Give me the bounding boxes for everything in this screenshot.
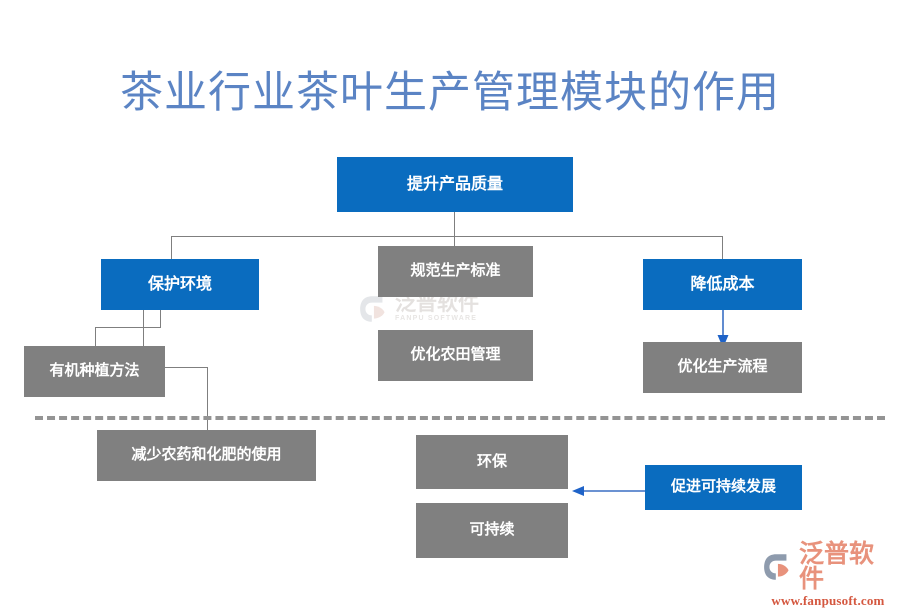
fanpu-watermark-icon (360, 296, 385, 322)
node-reduce-cost[interactable]: 降低成本 (643, 259, 802, 310)
fanpu-logo-icon (764, 554, 789, 580)
logo-brand-cn: 泛普软件 (799, 540, 875, 593)
dashed-separator (35, 416, 885, 420)
page-title: 茶业行业茶叶生产管理模块的作用 (120, 70, 780, 117)
connector-root-stem (454, 211, 455, 237)
connector-root-to-right (722, 236, 723, 260)
connector-root-bus (171, 236, 723, 237)
connector-root-to-left (171, 236, 172, 260)
node-standardize-production[interactable]: 规范生产标准 (378, 246, 533, 297)
connector-organic-to-reduce-h (165, 367, 208, 368)
node-organic-planting-method[interactable]: 有机种植方法 (24, 346, 165, 397)
node-label: 有机种植方法 (49, 363, 140, 380)
node-reduce-pesticide-fertilizer-use[interactable]: 减少农药和化肥的使用 (97, 430, 316, 481)
node-optimize-production-process[interactable]: 优化生产流程 (643, 342, 802, 393)
node-improve-product-quality[interactable]: 提升产品质量 (337, 157, 573, 212)
node-promote-sustainable-development[interactable]: 促进可持续发展 (645, 465, 802, 510)
connector-left-elbow-b (95, 327, 161, 328)
node-optimize-farmland-management[interactable]: 优化农田管理 (378, 330, 533, 381)
watermark-brand-en: FANPU SOFTWARE (395, 315, 478, 323)
node-label: 优化农田管理 (410, 347, 501, 364)
node-label: 降低成本 (690, 275, 755, 293)
fanpu-logo: 泛普软件 www.fanpusoft.com (762, 540, 894, 608)
node-label: 优化生产流程 (677, 359, 768, 376)
node-label: 提升产品质量 (406, 175, 503, 193)
node-environmental-protection[interactable]: 环保 (416, 435, 568, 489)
connector-organic-to-reduce-v (207, 367, 208, 430)
node-label: 减少农药和化肥的使用 (131, 447, 282, 464)
logo-url: www.fanpusoft.com (771, 593, 885, 608)
connector-root-to-mid (454, 236, 455, 247)
connector-left-elbow-c (95, 327, 96, 346)
node-label: 促进可持续发展 (670, 479, 776, 496)
node-protect-environment[interactable]: 保护环境 (101, 259, 259, 310)
connector-left-elbow-a (160, 309, 161, 328)
node-sustainable[interactable]: 可持续 (416, 503, 568, 558)
arrow-down-cost-to-process (717, 308, 729, 348)
node-label: 规范生产标准 (410, 263, 501, 280)
node-label: 环保 (476, 453, 507, 470)
arrow-left-promote-to-eco (572, 486, 648, 496)
node-label: 可持续 (469, 522, 515, 539)
node-label: 保护环境 (147, 275, 212, 293)
